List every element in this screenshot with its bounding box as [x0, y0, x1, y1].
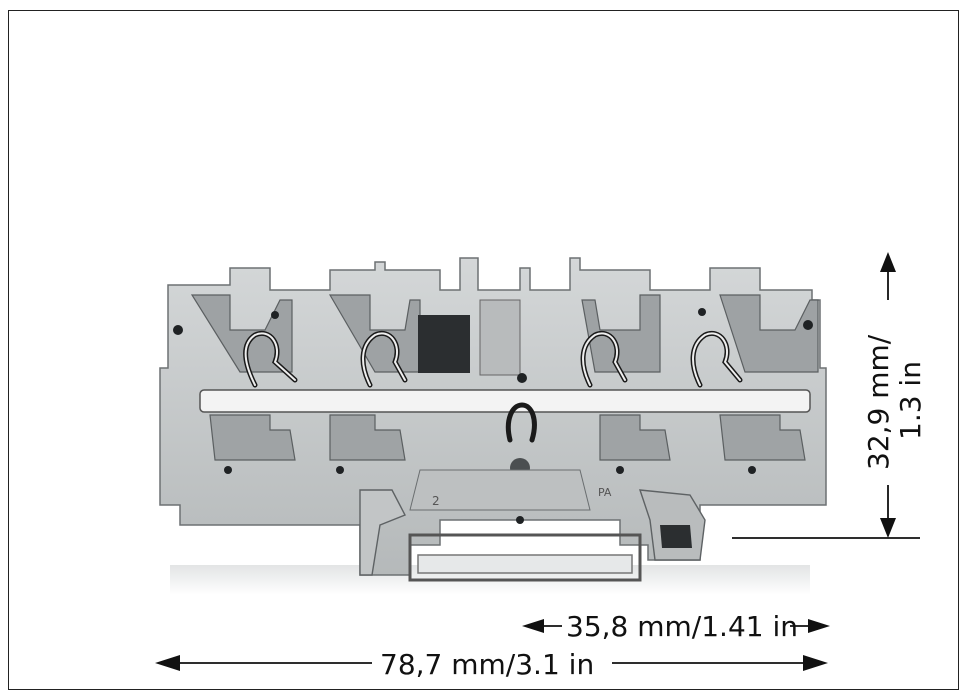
center-slot [418, 315, 470, 373]
terminal-block-housing: 2 PA [159, 257, 827, 582]
housing-mark-left: 2 [432, 494, 440, 508]
housing-mark-right: PA [598, 486, 612, 499]
inner-width-label: 35,8 mm/1.41 in [566, 610, 798, 643]
din-rail [408, 533, 642, 582]
total-width-dimension [155, 655, 828, 671]
jumper-bar [199, 389, 811, 413]
left-latch [359, 489, 406, 576]
height-dimension [732, 252, 920, 539]
height-label-line1: 32,9 mm/ [862, 334, 895, 470]
height-label-line2: 1.3 in [894, 361, 927, 440]
inner-width-dimension [522, 619, 830, 633]
total-width-label: 78,7 mm/3.1 in [380, 648, 594, 681]
